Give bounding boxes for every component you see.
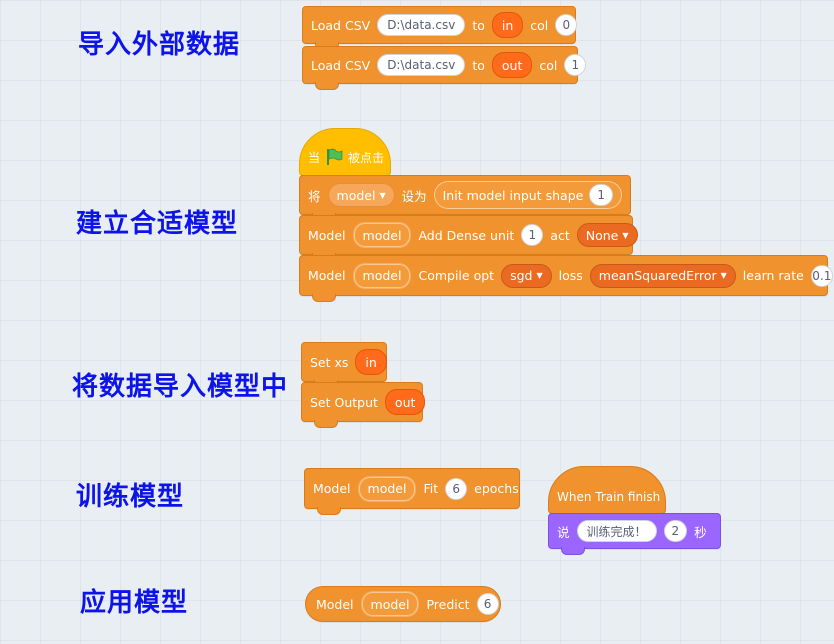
activation-dropdown[interactable]: None▼ (576, 223, 638, 247)
model-label: Model (308, 268, 346, 283)
dropdown-value: None (585, 227, 619, 243)
to-label: to (472, 57, 485, 73)
model-reporter[interactable]: model (357, 475, 417, 502)
col-field[interactable]: 0 (555, 14, 578, 36)
units-field[interactable]: 1 (521, 224, 544, 246)
variable-in[interactable]: in (355, 349, 387, 375)
add-dense-label: Add Dense unit (418, 227, 515, 243)
dropdown-value: sgd (510, 268, 533, 283)
load-csv-block-out[interactable]: Load CSV D:\data.csv to out col 1 (302, 46, 587, 90)
model-label: Model (308, 227, 346, 243)
load-csv-label: Load CSV (311, 57, 371, 73)
learn-rate-label: learn rate (742, 268, 804, 283)
say-text-field[interactable]: 训练完成！ (576, 520, 657, 542)
epochs-field[interactable]: 6 (445, 477, 468, 500)
optimizer-dropdown[interactable]: sgd▼ (501, 263, 552, 288)
load-csv-block-in[interactable]: Load CSV D:\data.csv to in col 0 (302, 6, 578, 50)
set-output-block[interactable]: Set Output out (301, 382, 426, 428)
act-label: act (550, 227, 570, 243)
predict-label: Predict (426, 596, 470, 612)
csv-path-field[interactable]: D:\data.csv (377, 14, 466, 36)
variable-in[interactable]: in (491, 12, 524, 38)
model-reporter[interactable]: model (352, 222, 412, 248)
green-flag-icon (325, 148, 343, 166)
col-label: col (530, 17, 549, 33)
set-xs-block[interactable]: Set xs in (301, 342, 387, 388)
set-model-block[interactable]: 将 model▼ 设为 Init model input shape 1 (299, 175, 631, 221)
say-label: 说 (557, 524, 570, 540)
learn-rate-field[interactable]: 0.1 (810, 264, 833, 287)
heading-apply-model: 应用模型 (80, 588, 189, 618)
loss-label: loss (558, 268, 583, 283)
to-label: to (472, 17, 485, 33)
csv-path-field[interactable]: D:\data.csv (377, 54, 466, 76)
predict-reporter[interactable]: Model model Predict 6 (305, 586, 501, 622)
model-label: Model (316, 596, 354, 612)
when-train-finish-hat[interactable]: When Train finish (548, 466, 666, 514)
seconds-label: 秒 (694, 524, 707, 540)
epochs-label: epochs (474, 481, 519, 496)
clicked-label: 被点击 (348, 151, 385, 165)
dropdown-value: model (336, 187, 376, 203)
chevron-down-icon: ▼ (720, 271, 727, 280)
loss-dropdown[interactable]: meanSquaredError▼ (589, 263, 736, 288)
chevron-down-icon: ▼ (622, 230, 629, 240)
set-xs-label: Set xs (310, 354, 349, 370)
model-variable-dropdown[interactable]: model▼ (327, 183, 395, 207)
model-label: Model (313, 481, 351, 496)
variable-out[interactable]: out (491, 52, 533, 78)
train-finish-label: When Train finish (557, 490, 661, 504)
when-label: 当 (308, 151, 321, 165)
model-reporter[interactable]: model (360, 591, 420, 617)
say-block[interactable]: 说 训练完成！ 2 秒 (548, 513, 721, 555)
init-model-label: Init model input shape (442, 187, 584, 203)
set-label: 将 (308, 188, 321, 204)
fit-label: Fit (423, 481, 439, 496)
heading-train-model: 训练模型 (76, 482, 185, 512)
model-reporter[interactable]: model (352, 262, 412, 289)
chevron-down-icon: ▼ (379, 190, 386, 200)
compile-block[interactable]: Model model Compile opt sgd▼ loss meanSq… (299, 255, 833, 302)
add-dense-block[interactable]: Model model Add Dense unit 1 act None▼ (299, 215, 638, 261)
col-field[interactable]: 1 (564, 54, 587, 76)
fit-block[interactable]: Model model Fit 6 epochs (304, 468, 520, 515)
heading-import-data: 导入外部数据 (78, 30, 241, 60)
col-label: col (539, 57, 558, 73)
dropdown-value: meanSquaredError (598, 268, 717, 283)
set-output-label: Set Output (310, 394, 378, 410)
compile-label: Compile opt (418, 268, 495, 283)
input-shape-field[interactable]: 1 (589, 184, 613, 206)
init-model-reporter[interactable]: Init model input shape 1 (433, 181, 622, 209)
chevron-down-icon: ▼ (536, 271, 543, 280)
heading-feed-data: 将数据导入模型中 (72, 372, 289, 402)
heading-build-model: 建立合适模型 (76, 209, 239, 239)
variable-out[interactable]: out (384, 389, 426, 415)
to-label: 设为 (401, 188, 427, 204)
predict-value-field[interactable]: 6 (476, 593, 499, 615)
when-flag-clicked-hat[interactable]: 当 被点击 (299, 128, 391, 176)
load-csv-label: Load CSV (311, 17, 371, 33)
seconds-field[interactable]: 2 (663, 520, 688, 542)
